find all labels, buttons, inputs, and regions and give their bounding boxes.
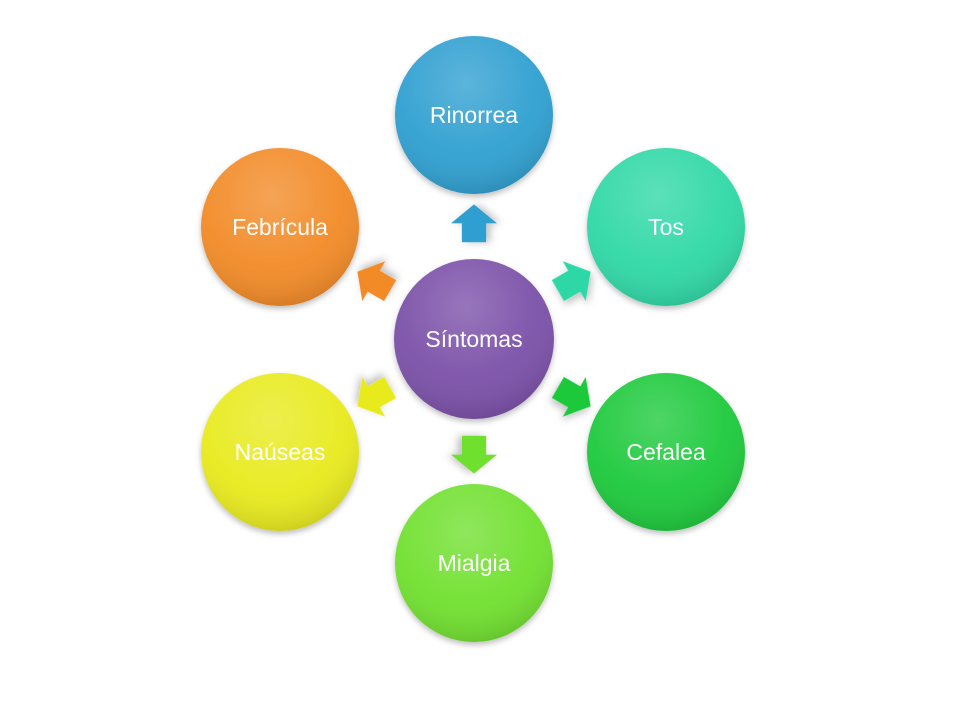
node-label-nauseas: Naúseas — [235, 439, 326, 465]
node-nauseas: Naúseas — [201, 373, 359, 531]
node-tos: Tos — [587, 148, 745, 306]
center-node: Síntomas — [394, 259, 554, 419]
arrow-to-mialgia — [451, 435, 497, 474]
arrow-to-cefalea — [551, 376, 591, 417]
node-label-febricula: Febrícula — [232, 214, 328, 240]
node-label-tos: Tos — [648, 214, 684, 240]
node-shine-cefalea — [587, 373, 745, 531]
node-rinorrea: Rinorrea — [395, 36, 553, 194]
arrow-to-febricula — [357, 261, 397, 302]
connector-arrows — [357, 204, 591, 474]
node-label-mialgia: Mialgia — [438, 550, 511, 576]
node-febricula: Febrícula — [201, 148, 359, 306]
node-shine-nauseas — [201, 373, 359, 531]
node-label-rinorrea: Rinorrea — [430, 102, 518, 128]
node-shine-tos — [587, 148, 745, 306]
node-label-cefalea: Cefalea — [626, 439, 705, 465]
node-shine-rinorrea — [395, 36, 553, 194]
center-label: Síntomas — [425, 326, 522, 352]
arrow-to-nauseas — [357, 376, 397, 417]
node-shine-mialgia — [395, 484, 553, 642]
node-mialgia: Mialgia — [395, 484, 553, 642]
node-shine-febricula — [201, 148, 359, 306]
arrow-to-tos — [551, 261, 591, 302]
node-cefalea: Cefalea — [587, 373, 745, 531]
center-circle-shine — [394, 259, 554, 419]
arrow-to-rinorrea — [451, 204, 497, 243]
